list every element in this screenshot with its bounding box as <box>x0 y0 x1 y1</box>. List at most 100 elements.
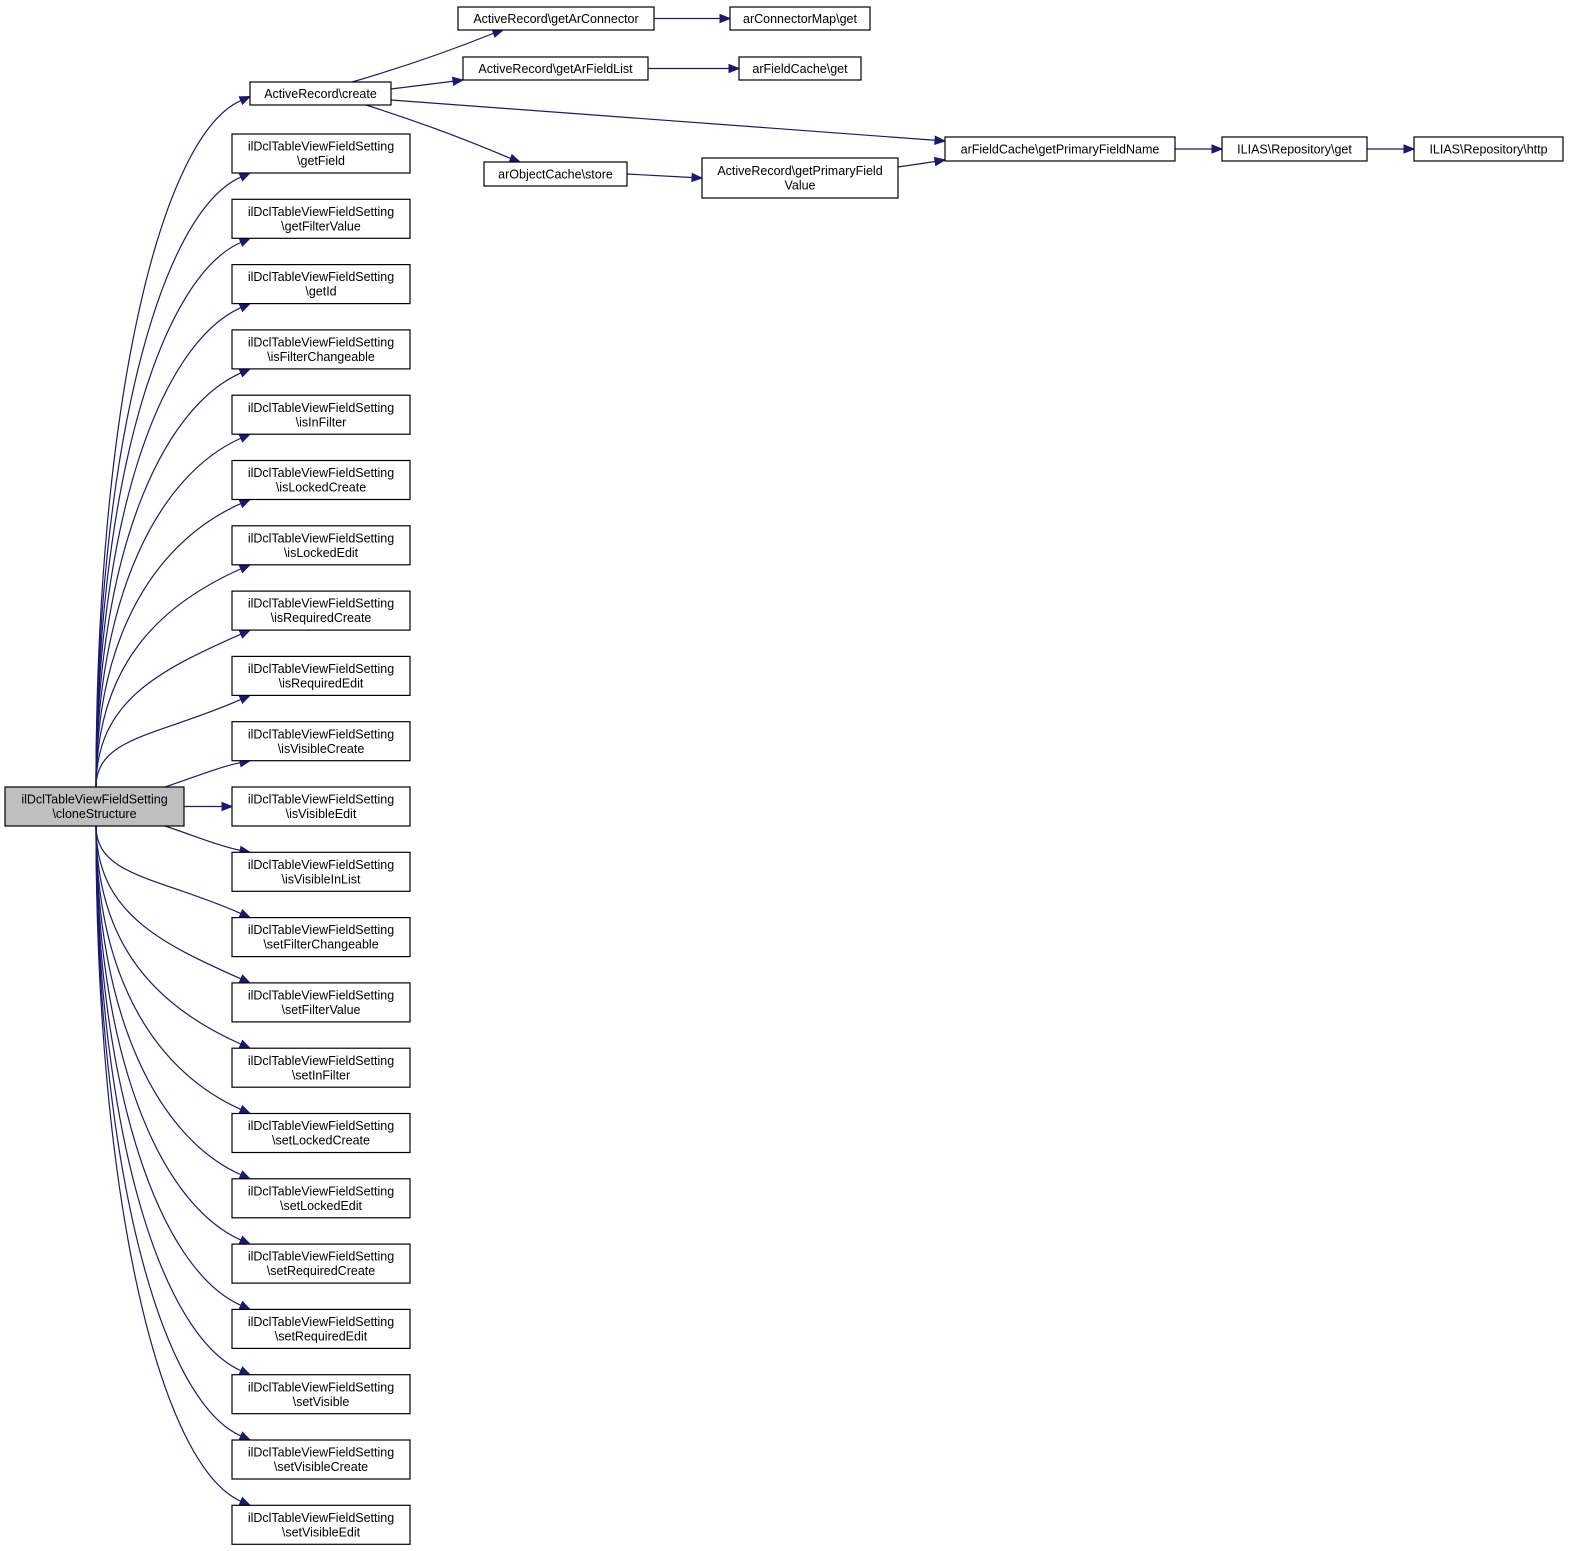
node-box <box>231 264 411 305</box>
node-get-ar-connector[interactable]: ActiveRecord\getArConnector <box>457 6 655 31</box>
node-label-line: \setVisibleCreate <box>274 1460 368 1474</box>
root-node[interactable]: ilDclTableViewFieldSetting\cloneStructur… <box>4 786 185 827</box>
node-set-required-edit[interactable]: ilDclTableViewFieldSetting\setRequiredEd… <box>231 1308 411 1350</box>
node-box <box>4 786 185 827</box>
edge-arrowhead <box>238 1170 252 1180</box>
edge-arrowhead <box>238 1496 252 1506</box>
edge-line <box>95 825 242 1437</box>
edge-line <box>95 307 242 788</box>
node-get-ar-field-list[interactable]: ActiveRecord\getArFieldList <box>462 56 649 81</box>
edge-line <box>95 241 242 788</box>
edge-arrowhead <box>491 28 505 38</box>
node-label-line: \isLockedEdit <box>284 546 359 560</box>
node-box <box>729 6 871 31</box>
edge-arrowhead <box>728 63 741 74</box>
edge-create-to-get-ar-field-list <box>390 76 465 90</box>
node-label-line: ilDclTableViewFieldSetting <box>248 205 394 219</box>
node-is-required-create[interactable]: ilDclTableViewFieldSetting\isRequiredCre… <box>231 590 411 631</box>
node-label-line: \setVisible <box>293 1395 350 1409</box>
node-set-visible[interactable]: ilDclTableViewFieldSetting\setVisible <box>231 1374 411 1415</box>
edge-line <box>95 372 242 788</box>
node-box <box>249 81 392 106</box>
edge-arrowhead <box>719 13 732 24</box>
edge-root-to-is-filter-changeable <box>95 368 252 788</box>
edge-root-to-is-locked-create <box>95 498 252 788</box>
node-set-visible-edit[interactable]: ilDclTableViewFieldSetting\setVisibleEdi… <box>231 1504 411 1545</box>
node-label-line: arObjectCache\store <box>498 167 613 181</box>
edge-root-to-create <box>95 95 252 788</box>
node-set-required-create[interactable]: ilDclTableViewFieldSetting\setRequiredCr… <box>231 1243 411 1284</box>
edge-root-to-set-locked-create <box>95 825 252 1115</box>
node-get-filter-value[interactable]: ilDclTableViewFieldSetting\getFilterValu… <box>231 198 411 239</box>
node-box <box>231 1047 411 1088</box>
node-set-visible-create[interactable]: ilDclTableViewFieldSetting\setVisibleCre… <box>231 1439 411 1480</box>
node-set-in-filter[interactable]: ilDclTableViewFieldSetting\setInFilter <box>231 1047 411 1088</box>
node-label-line: Value <box>784 179 815 193</box>
edge-root-to-get-id <box>95 303 252 788</box>
edge-root-to-set-in-filter <box>95 825 252 1049</box>
edge-get-ar-connector-to-ar-conn-get <box>654 13 732 24</box>
node-box <box>457 6 655 31</box>
node-get-id[interactable]: ilDclTableViewFieldSetting\getId <box>231 264 411 305</box>
edge-arrowhead <box>238 694 252 704</box>
node-label-line: ilDclTableViewFieldSetting <box>248 1315 394 1329</box>
edge-get-pfv-to-get-pfn <box>897 156 947 168</box>
node-box <box>231 655 411 697</box>
node-label-line: ilDclTableViewFieldSetting <box>248 401 394 415</box>
edge-arrowhead <box>238 237 252 247</box>
node-box <box>231 525 411 566</box>
node-label-line: \isVisibleInList <box>282 872 362 886</box>
node-box <box>738 56 862 81</box>
node-ar-conn-get[interactable]: arConnectorMap\get <box>729 6 871 31</box>
node-get-field[interactable]: ilDclTableViewFieldSetting\getField <box>231 133 411 174</box>
node-repo-http[interactable]: ILIAS\Repository\http <box>1413 136 1564 162</box>
node-set-filter-value[interactable]: ilDclTableViewFieldSetting\setFilterValu… <box>231 982 411 1023</box>
edge-arrowhead <box>238 303 252 313</box>
node-label-line: ilDclTableViewFieldSetting <box>248 793 394 807</box>
edge-arrowhead <box>238 498 252 509</box>
node-label-line: \setRequiredCreate <box>267 1264 375 1278</box>
edge-root-to-is-visible-create <box>164 758 252 788</box>
node-is-visible-create[interactable]: ilDclTableViewFieldSetting\isVisibleCrea… <box>231 721 411 762</box>
edge-line <box>390 80 454 90</box>
node-box <box>231 916 411 958</box>
node-repo-get[interactable]: ILIAS\Repository\get <box>1221 136 1368 162</box>
edge-root-to-set-locked-edit <box>95 825 252 1180</box>
node-box <box>231 133 411 174</box>
node-store[interactable]: arObjectCache\store <box>483 161 628 187</box>
node-label-line: \setVisibleEdit <box>282 1525 361 1539</box>
node-box <box>1221 136 1368 162</box>
edge-root-to-set-filter-value <box>95 825 252 984</box>
edge-create-to-get-pfn <box>390 99 947 145</box>
node-box <box>231 1112 411 1154</box>
node-label-line: ilDclTableViewFieldSetting <box>248 1250 394 1264</box>
edge-line <box>95 698 242 788</box>
node-is-required-edit[interactable]: ilDclTableViewFieldSetting\isRequiredEdi… <box>231 655 411 697</box>
node-is-locked-create[interactable]: ilDclTableViewFieldSetting\isLockedCreat… <box>231 459 411 501</box>
node-label-line: ilDclTableViewFieldSetting <box>248 1054 394 1068</box>
node-create[interactable]: ActiveRecord\create <box>249 81 392 106</box>
node-set-locked-edit[interactable]: ilDclTableViewFieldSetting\setLockedEdit <box>231 1178 411 1219</box>
edge-root-to-is-visible-in-list <box>164 825 252 855</box>
node-label-line: ActiveRecord\getArFieldList <box>478 62 633 76</box>
node-is-visible-edit[interactable]: ilDclTableViewFieldSetting\isVisibleEdit <box>231 786 411 827</box>
node-label-line: \getFilterValue <box>281 219 361 233</box>
node-get-pfn[interactable]: arFieldCache\getPrimaryFieldName <box>944 136 1176 162</box>
edge-arrowhead <box>238 172 252 182</box>
node-label-line: ilDclTableViewFieldSetting <box>248 1119 394 1133</box>
edge-layer <box>95 13 1416 1506</box>
node-is-in-filter[interactable]: ilDclTableViewFieldSetting\isInFilter <box>231 394 411 435</box>
node-label-line: ilDclTableViewFieldSetting <box>248 1446 394 1460</box>
node-set-filter-changeable[interactable]: ilDclTableViewFieldSetting\setFilterChan… <box>231 916 411 958</box>
node-is-locked-edit[interactable]: ilDclTableViewFieldSetting\isLockedEdit <box>231 525 411 566</box>
edge-line <box>95 503 242 788</box>
node-layer: ilDclTableViewFieldSetting\cloneStructur… <box>4 6 1564 1545</box>
edge-root-to-set-required-create <box>95 825 252 1245</box>
node-is-filter-changeable[interactable]: ilDclTableViewFieldSetting\isFilterChang… <box>231 329 411 370</box>
node-is-visible-in-list[interactable]: ilDclTableViewFieldSetting\isVisibleInLi… <box>231 851 411 892</box>
node-ar-field-cache-get[interactable]: arFieldCache\get <box>738 56 862 81</box>
node-set-locked-create[interactable]: ilDclTableViewFieldSetting\setLockedCrea… <box>231 1112 411 1154</box>
node-box <box>944 136 1176 162</box>
